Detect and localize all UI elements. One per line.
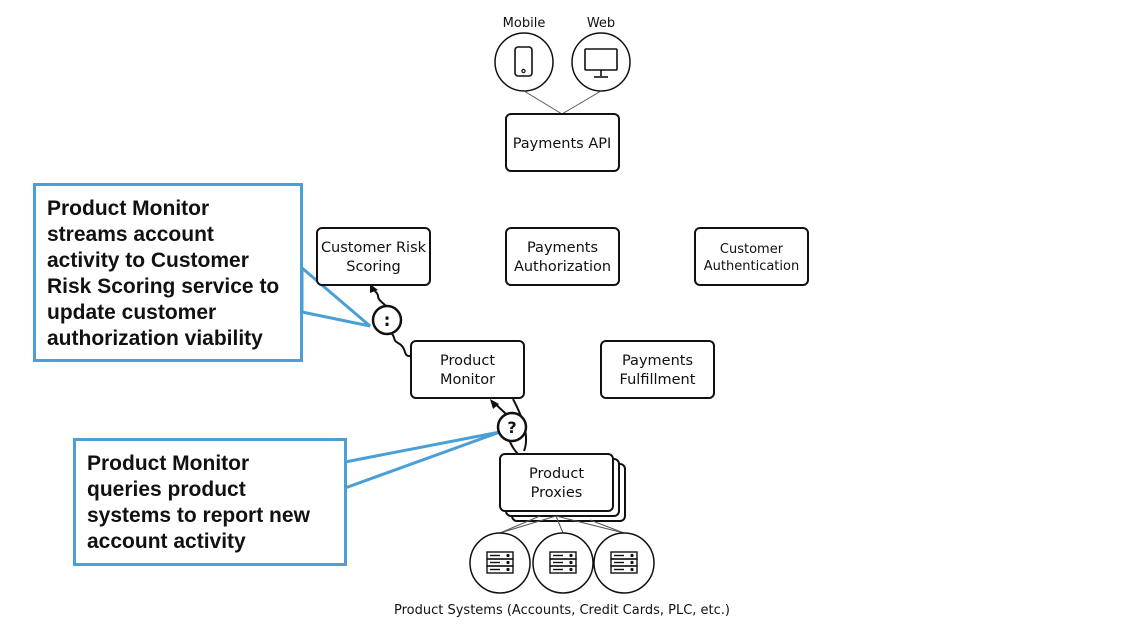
query-callout-pointer (343, 430, 501, 491)
product-system-1 (469, 532, 531, 594)
product-monitor-node: Product Monitor (410, 340, 525, 399)
client-mobile: Mobile (494, 16, 554, 92)
payments-api-label: Payments API (513, 136, 612, 152)
payments-authorization-node: Payments Authorization (505, 227, 620, 286)
stream-connector: : (370, 284, 412, 358)
svg-text:Payments: Payments (622, 353, 693, 369)
query-symbol: ? (507, 418, 516, 437)
product-systems-label: Product Systems (Accounts, Credit Cards,… (394, 603, 730, 618)
mobile-phone-icon (514, 46, 533, 77)
product-system-2 (532, 532, 594, 594)
client-web: Web (571, 16, 631, 92)
client-mobile-label: Mobile (503, 16, 546, 31)
server-icon (549, 551, 577, 574)
payments-api-node: Payments API (505, 113, 620, 172)
svg-text:Scoring: Scoring (346, 259, 400, 275)
stream-symbol: : (384, 311, 391, 331)
svg-text:Product: Product (529, 466, 584, 482)
svg-text:Customer Risk: Customer Risk (321, 240, 427, 256)
query-callout: Product Monitor queries product systems … (73, 438, 347, 566)
client-web-label: Web (587, 16, 615, 31)
svg-text:Payments: Payments (527, 240, 598, 256)
customer-risk-scoring-node: Customer Risk Scoring (316, 227, 431, 286)
customer-authentication-node: Customer Authentication (694, 227, 809, 286)
server-icon (486, 551, 514, 574)
svg-text:Fulfillment: Fulfillment (620, 372, 696, 388)
server-icon (610, 551, 638, 574)
product-proxies-node: Product Proxies (499, 453, 626, 522)
svg-text:Product: Product (440, 353, 495, 369)
svg-text:Proxies: Proxies (531, 485, 583, 501)
svg-text:Monitor: Monitor (440, 372, 495, 388)
query-connector: ? (490, 398, 528, 455)
payments-fulfillment-node: Payments Fulfillment (600, 340, 715, 399)
product-system-3 (593, 532, 655, 594)
desktop-monitor-icon (584, 48, 618, 78)
stream-callout: Product Monitor streams account activity… (33, 183, 303, 362)
svg-text:Authentication: Authentication (704, 259, 799, 274)
svg-text:Authorization: Authorization (514, 259, 611, 275)
svg-text:Customer: Customer (720, 242, 784, 257)
